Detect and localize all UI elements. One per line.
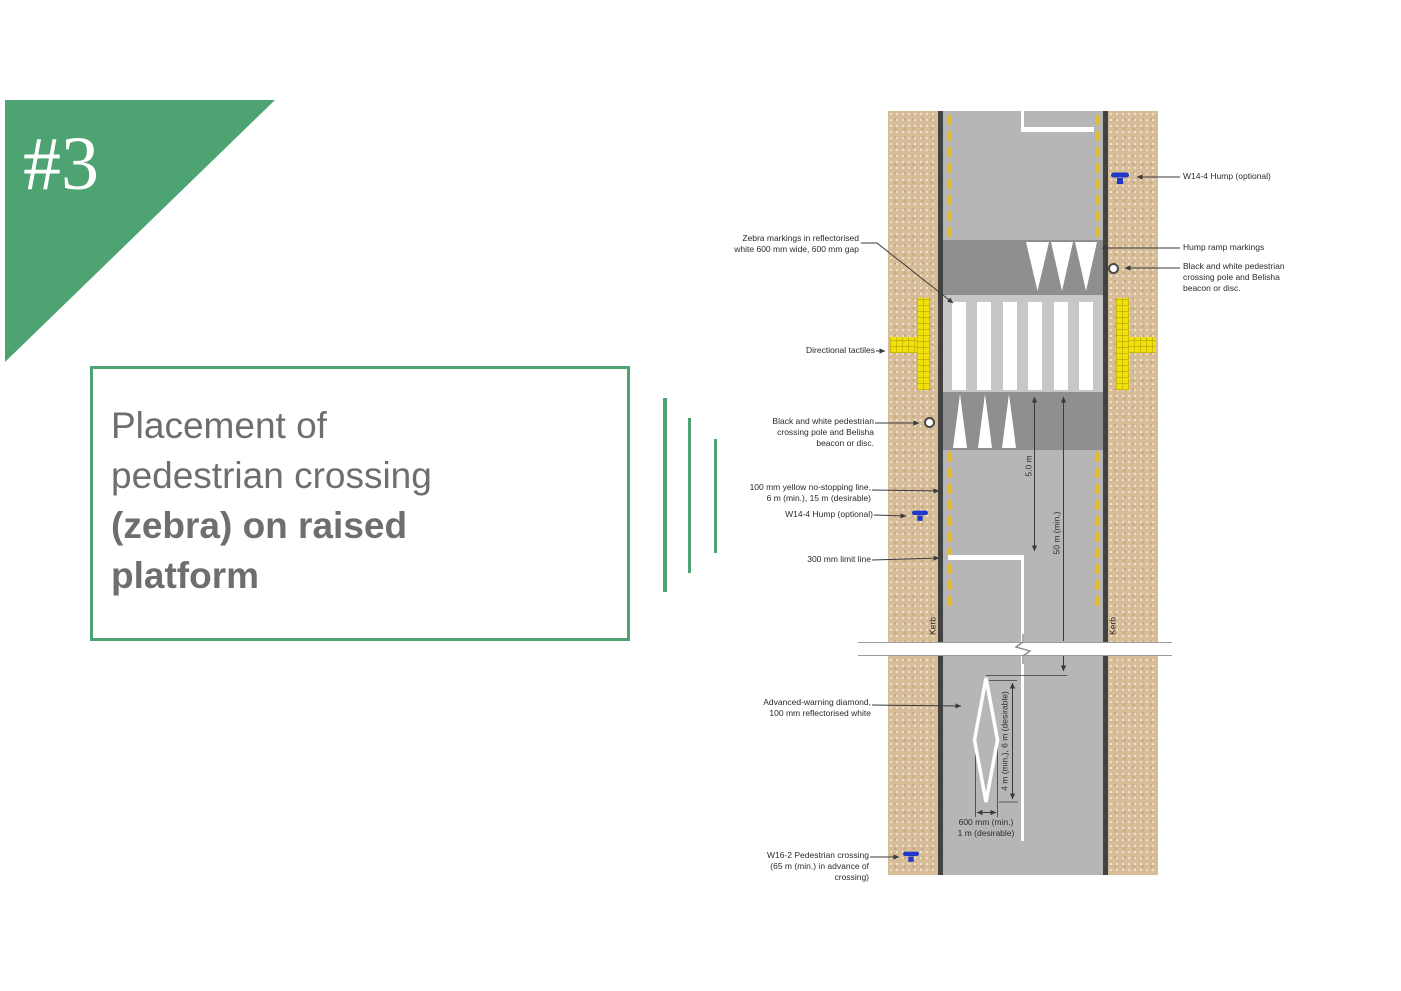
slide-number: #3 [23,122,99,206]
label-hump-ramp-markings: Hump ramp markings [1183,242,1265,252]
w16-2-pedestrian-crossing-sign-icon [903,851,919,862]
tactile-bar-right [1116,298,1129,390]
footpath-right [1108,111,1158,875]
limit-line-approach [948,555,1024,560]
label-w14-4-hump-left: W14-4 Hump (optional) [785,509,873,519]
label-limit-line: 300 mm limit line [807,554,871,564]
zebra-stripe [1003,302,1017,390]
label-advance-diamond: Advanced-warning diamond, 100 mm reflect… [763,697,871,718]
label-crossing-pole-right: Black and white pedestrian crossing pole… [1183,261,1285,293]
kerb-label-right: Kerb [1107,617,1118,635]
tactile-bar-left [917,298,930,390]
belisha-pole-icon-right [1108,263,1119,274]
label-zebra-markings: Zebra markings in reflectorised white 60… [734,233,859,254]
page-title-regular: Placement of pedestrian crossing [111,405,432,496]
limit-line-opposite [1021,127,1094,132]
slide-number-triangle: #3 [5,100,275,362]
footpath-left [888,111,938,875]
zebra-stripe [952,302,966,390]
accent-bar [663,398,667,592]
no-stopping-line-mid-left [947,452,951,608]
zebra-stripe [977,302,991,390]
hump-ramp-top [943,240,1103,295]
centre-line-bottom [1021,656,1024,841]
page-title-bold: (zebra) on raised platform [111,505,408,596]
label-no-stopping-line: 100 mm yellow no-stopping line, 6 m (min… [749,482,871,503]
centre-line-top [1021,111,1024,128]
kerb-line-left [938,111,943,875]
belisha-pole-icon-left [924,417,935,428]
no-stopping-line-top-left [947,115,951,240]
dim-label-diamond-width: 600 mm (min.) 1 m (desirable) [957,817,1015,838]
label-w16-2-sign: W16-2 Pedestrian crossing (65 m (min.) i… [766,850,869,882]
w14-4-hump-sign-icon [912,510,928,521]
centre-line-mid [1021,555,1024,643]
kerb-label-left: Kerb [927,617,938,635]
zebra-stripe [1079,302,1093,390]
no-stopping-line-top-right [1096,115,1100,240]
title-box: Placement of pedestrian crossing (zebra)… [90,366,630,641]
raised-platform [943,295,1103,392]
zebra-stripe [1054,302,1068,390]
dim-label-5m: 5.0 m [1023,455,1034,477]
accent-bar [688,418,691,573]
zebra-stripe [1028,302,1042,390]
dim-label-diamond-length: 4 m (min.), 6 m (desirable) [999,691,1010,791]
label-w14-4-hump-right: W14-4 Hump (optional) [1183,171,1271,181]
dim-label-50m: 50 m (min.) [1051,511,1062,555]
label-directional-tactiles: Directional tactiles [806,345,875,355]
label-crossing-pole-left: Black and white pedestrian crossing pole… [772,416,874,448]
w14-4-hump-sign-icon [1111,172,1129,184]
accent-bar [714,439,717,553]
no-stopping-line-mid-right [1096,452,1100,608]
hump-ramp-bottom [943,392,1103,450]
road-break-band [858,642,1172,656]
kerb-line-right [1103,111,1108,875]
